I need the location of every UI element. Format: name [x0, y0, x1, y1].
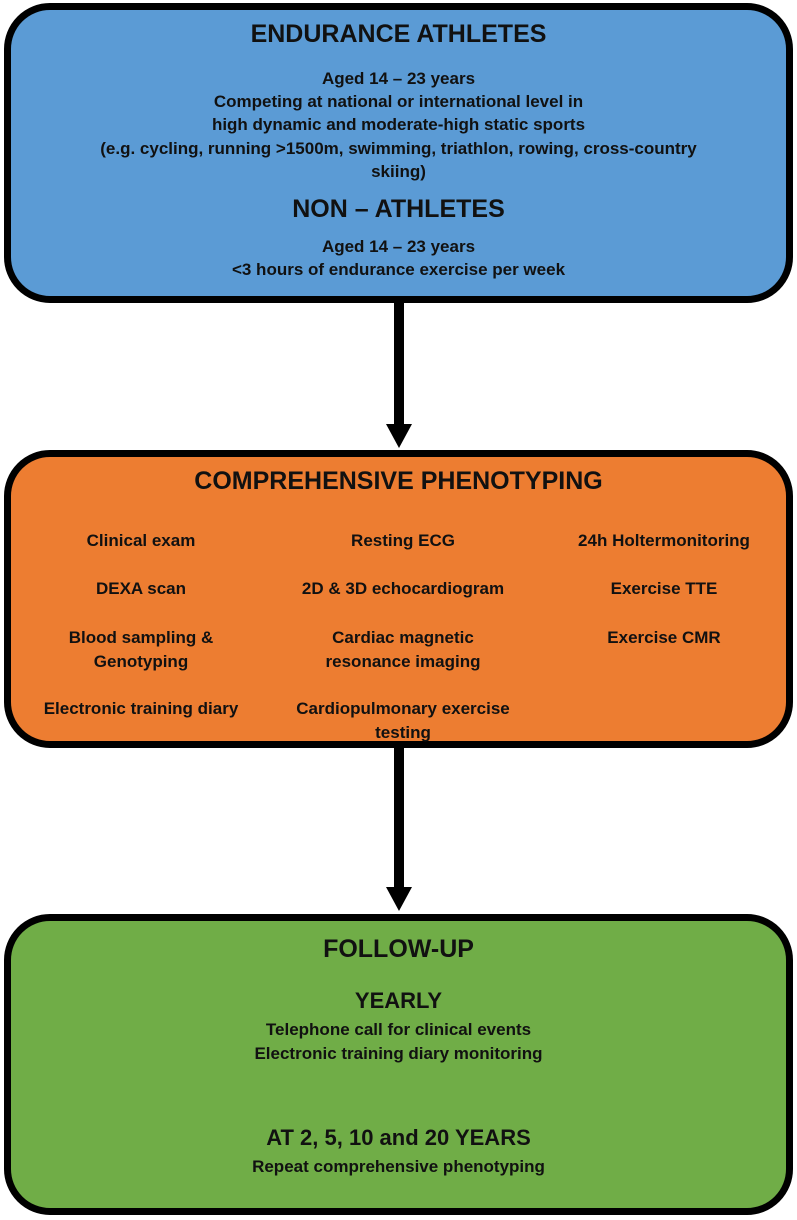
non-athletes-age: Aged 14 – 23 years — [321, 237, 476, 256]
phenotyping-item-cmr: Cardiac magnetic — [332, 628, 474, 647]
phenotyping-item-echo: 2D & 3D echocardiogram — [301, 579, 505, 598]
phenotyping-item-blood: Genotyping — [93, 652, 189, 671]
later-item: Repeat comprehensive phenotyping — [252, 1157, 545, 1176]
yearly-item: Electronic training diary monitoring — [254, 1044, 543, 1063]
phenotyping-item-training-diary: Electronic training diary — [43, 699, 239, 718]
flow-arrow-shaft — [394, 303, 404, 425]
athletes-criteria-line: Competing at national or international l… — [213, 92, 584, 111]
phenotyping-item-cpet: testing — [375, 723, 431, 742]
athletes-age: Aged 14 – 23 years — [321, 69, 476, 88]
phenotyping-box: COMPREHENSIVE PHENOTYPING Clinical exam … — [4, 450, 793, 748]
athletes-title: ENDURANCE ATHLETES — [250, 20, 547, 48]
non-athletes-criteria: <3 hours of endurance exercise per week — [231, 260, 566, 279]
later-title: AT 2, 5, 10 and 20 YEARS — [266, 1125, 531, 1150]
phenotyping-item-exercise-cmr: Exercise CMR — [607, 628, 721, 647]
athletes-examples-line: (e.g. cycling, running >1500m, swimming,… — [100, 139, 697, 158]
yearly-title: YEARLY — [354, 988, 443, 1013]
phenotyping-item-clinical-exam: Clinical exam — [86, 531, 196, 550]
phenotyping-item-holter: 24h Holtermonitoring — [578, 531, 750, 550]
flow-arrow-head — [386, 887, 412, 911]
flow-arrow-shaft — [394, 748, 404, 888]
phenotyping-item-exercise-tte: Exercise TTE — [610, 579, 718, 598]
phenotyping-title: COMPREHENSIVE PHENOTYPING — [194, 467, 603, 495]
flow-arrow-head — [386, 424, 412, 448]
phenotyping-item-cpet: Cardiopulmonary exercise — [296, 699, 510, 718]
yearly-item: Telephone call for clinical events — [265, 1020, 532, 1039]
followup-title: FOLLOW-UP — [323, 935, 474, 963]
phenotyping-item-cmr: resonance imaging — [325, 652, 481, 671]
athletes-criteria-line: high dynamic and moderate-high static sp… — [211, 115, 586, 134]
followup-box: FOLLOW-UP YEARLY Telephone call for clin… — [4, 914, 793, 1215]
participants-box: ENDURANCE ATHLETES Aged 14 – 23 years Co… — [4, 3, 793, 303]
phenotyping-item-ecg: Resting ECG — [351, 531, 455, 550]
athletes-examples-line: skiing) — [371, 162, 426, 181]
non-athletes-title: NON – ATHLETES — [292, 195, 505, 223]
phenotyping-item-blood: Blood sampling & — [68, 628, 214, 647]
phenotyping-item-dexa: DEXA scan — [95, 579, 187, 598]
